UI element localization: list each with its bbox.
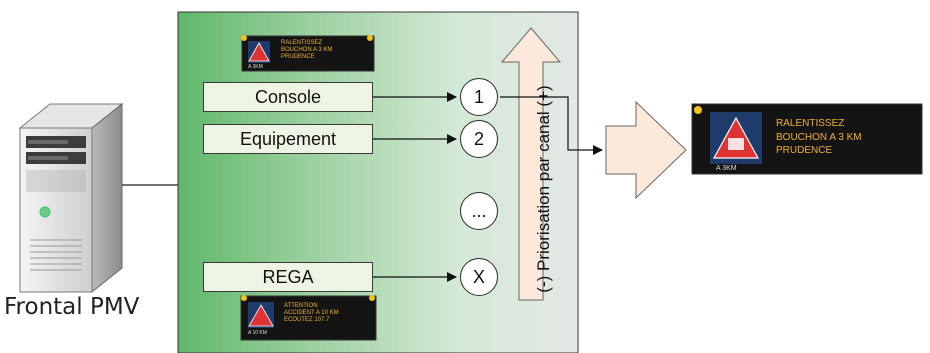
slot-circle-2: 2 bbox=[460, 120, 498, 158]
output-connector bbox=[500, 96, 603, 155]
slot-circle-more: ... bbox=[460, 192, 498, 230]
channel-box-rega: REGA bbox=[203, 262, 373, 292]
sign-bottom-small bbox=[240, 295, 377, 341]
sign-output-line-2: BOUCHON A 3 KM bbox=[776, 131, 862, 143]
channel-box-equipement: Equipement bbox=[203, 124, 373, 154]
frontal-pmv-label: Frontal PMV bbox=[4, 294, 140, 320]
sign-top-text: RALENTISSEZ BOUCHON A 3 KM PRUDENCE bbox=[281, 40, 332, 61]
sign-output-line-1: RALENTISSEZ bbox=[776, 118, 845, 129]
priority-arrow bbox=[500, 27, 562, 301]
slot-circle-1: 1 bbox=[460, 78, 498, 116]
sign-top-small bbox=[241, 35, 375, 72]
sign-top-line-1: RALENTISSEZ bbox=[281, 40, 323, 46]
sign-bottom-line-3: ECOUTEZ 107.7 bbox=[284, 316, 330, 323]
output-arrow bbox=[605, 100, 687, 200]
server-icon bbox=[18, 102, 124, 294]
sign-output-line-3: PRUDENCE bbox=[776, 145, 833, 156]
sign-top-km: A 3KM bbox=[248, 64, 263, 70]
sign-bottom-line-2: ACCIDENT A 10 KM bbox=[284, 309, 339, 316]
sign-top-line-3: PRUDENCE bbox=[281, 53, 315, 60]
sign-output-text: RALENTISSEZ BOUCHON A 3 KM PRUDENCE bbox=[776, 117, 862, 158]
sign-output-km: A 3KM bbox=[716, 165, 737, 172]
channel-panel bbox=[177, 11, 579, 353]
slot-circle-x: X bbox=[460, 258, 498, 296]
sign-top-line-2: BOUCHON A 3 KM bbox=[281, 46, 333, 53]
sign-bottom-km: A 10 KM bbox=[248, 330, 267, 336]
channel-box-console: Console bbox=[203, 82, 373, 112]
sign-output-large bbox=[691, 103, 923, 175]
sign-bottom-line-1: ATTENTION bbox=[284, 303, 318, 309]
priority-label: (-) Priorisation par canal (+) bbox=[534, 85, 553, 293]
sign-bottom-text: ATTENTION ACCIDENT A 10 KM ECOUTEZ 107.7 bbox=[284, 303, 339, 324]
